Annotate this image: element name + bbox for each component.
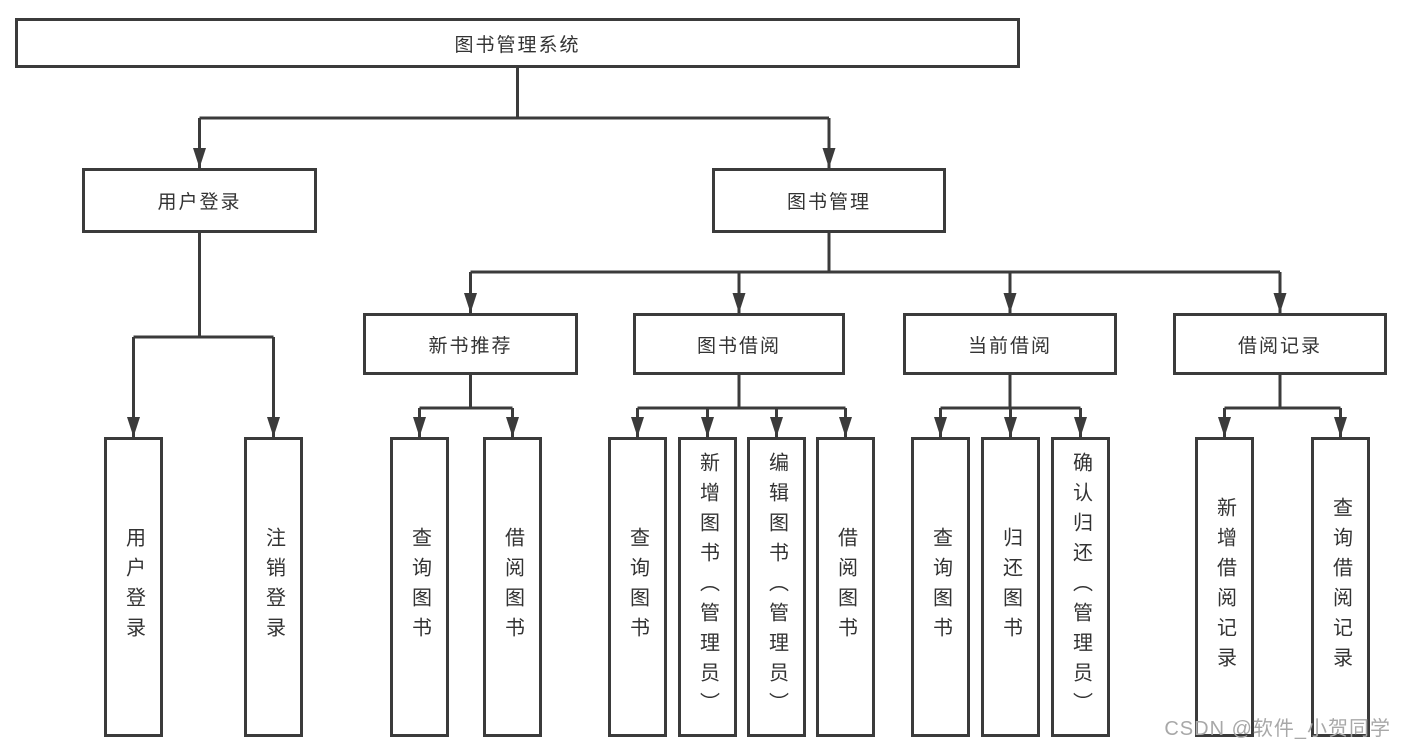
node-new-book-recommendation: 新书推荐: [363, 313, 578, 375]
leaf-return-books: 归还图书: [981, 437, 1040, 737]
leaf-return-books-label: 归还图书: [999, 527, 1022, 647]
leaf-user-login-label: 用户登录: [122, 527, 145, 647]
leaf-add-book-admin-label: 新增图书（管理员）: [696, 452, 719, 722]
leaf-query-books-current: 查询图书: [911, 437, 970, 737]
leaf-query-books-current-label: 查询图书: [929, 527, 952, 647]
node-current-borrowing: 当前借阅: [903, 313, 1117, 375]
leaf-add-borrow-record: 新增借阅记录: [1195, 437, 1254, 737]
node-book-borrowing: 图书借阅: [633, 313, 845, 375]
leaf-query-borrow-record: 查询借阅记录: [1311, 437, 1370, 737]
node-library-management-system: 图书管理系统: [15, 18, 1020, 68]
csdn-watermark: CSDN @软件_小贺同学: [1164, 718, 1391, 740]
leaf-confirm-return-admin-label: 确认归还（管理员）: [1069, 452, 1092, 722]
node-user-login: 用户登录: [82, 168, 317, 233]
leaf-query-books-recommend: 查询图书: [390, 437, 449, 737]
node-borrowing-records: 借阅记录: [1173, 313, 1387, 375]
node-book-management: 图书管理: [712, 168, 946, 233]
leaf-edit-book-admin: 编辑图书（管理员）: [747, 437, 806, 737]
leaf-add-book-admin: 新增图书（管理员）: [678, 437, 737, 737]
leaf-logout-label: 注销登录: [262, 527, 285, 647]
leaf-borrow-books-recommend: 借阅图书: [483, 437, 542, 737]
leaf-borrow-books-borrowing: 借阅图书: [816, 437, 875, 737]
leaf-query-books-borrowing: 查询图书: [608, 437, 667, 737]
leaf-logout: 注销登录: [244, 437, 303, 737]
leaf-query-borrow-record-label: 查询借阅记录: [1329, 497, 1352, 677]
leaf-borrow-books-borrowing-label: 借阅图书: [834, 527, 857, 647]
leaf-user-login: 用户登录: [104, 437, 163, 737]
leaf-query-books-borrowing-label: 查询图书: [626, 527, 649, 647]
leaf-edit-book-admin-label: 编辑图书（管理员）: [765, 452, 788, 722]
leaf-query-books-recommend-label: 查询图书: [408, 527, 431, 647]
leaf-confirm-return-admin: 确认归还（管理员）: [1051, 437, 1110, 737]
tree-branch-lines: [133, 68, 1341, 410]
leaf-add-borrow-record-label: 新增借阅记录: [1213, 497, 1236, 677]
leaf-borrow-books-recommend-label: 借阅图书: [501, 527, 524, 647]
